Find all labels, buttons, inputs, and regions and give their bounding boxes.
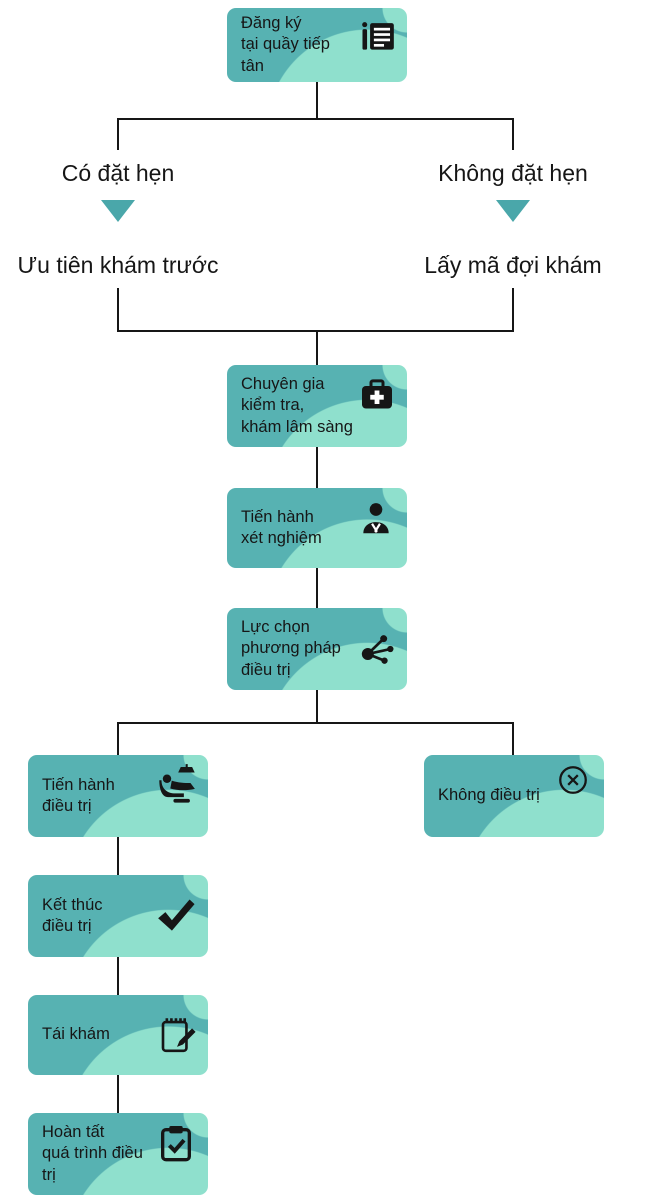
- first-aid-kit-icon: [359, 377, 395, 413]
- node-specialist-exam: Chuyên gia kiểm tra, khám lâm sàng: [227, 365, 407, 447]
- connector-line: [117, 957, 119, 995]
- branch-arrow-icon: [101, 200, 135, 222]
- connector-line: [117, 722, 514, 724]
- clipboard-check-icon: [156, 1123, 196, 1163]
- connector-line: [117, 330, 514, 332]
- node-no-treatment: Không điều trị: [424, 755, 604, 837]
- node-method-selection: Lực chọn phương pháp điều trị: [227, 608, 407, 690]
- connector-line: [316, 82, 318, 118]
- branch-result-right: Lấy mã đợi khám: [424, 252, 602, 278]
- connector-line: [117, 288, 119, 332]
- branch-result-left: Ưu tiên khám trước: [17, 252, 219, 278]
- connector-line: [512, 288, 514, 332]
- node-label: Hoàn tất quá trình điều trị: [42, 1122, 143, 1184]
- connector-line: [316, 690, 318, 722]
- checkmark-icon: [152, 893, 198, 939]
- node-complete: Hoàn tất quá trình điều trị: [28, 1113, 208, 1195]
- document-list-icon: [359, 18, 397, 56]
- connector-line: [512, 724, 514, 755]
- node-label: Không điều trị: [438, 786, 540, 805]
- node-end-treatment: Kết thúc điều trị: [28, 875, 208, 957]
- branch-condition-left: Có đặt hẹn: [61, 160, 175, 186]
- branch-condition-right: Không đặt hẹn: [438, 160, 588, 186]
- connector-line: [117, 837, 119, 875]
- connector-line: [316, 568, 318, 608]
- node-re-exam: Tái khám: [28, 995, 208, 1075]
- node-label: Tiến hành điều trị: [42, 775, 115, 815]
- node-label: Tái khám: [42, 1025, 110, 1044]
- doctor-icon: [357, 500, 395, 538]
- node-label: Lực chọn phương pháp điều trị: [241, 617, 341, 679]
- connector-line: [316, 332, 318, 365]
- dental-chair-icon: [156, 763, 200, 807]
- node-treatment: Tiến hành điều trị: [28, 755, 208, 837]
- node-register: Đăng ký tại quầy tiếp tân: [227, 8, 407, 82]
- connector-line: [117, 724, 119, 755]
- connector-line: [316, 447, 318, 488]
- notepad-pencil-icon: [156, 1014, 198, 1056]
- connector-line: [512, 120, 514, 150]
- node-label: Đăng ký tại quầy tiếp tân: [241, 13, 330, 75]
- node-label: Chuyên gia kiểm tra, khám lâm sàng: [241, 374, 353, 436]
- circle-x-icon: [556, 763, 590, 797]
- connector-line: [117, 118, 514, 120]
- connector-line: [117, 120, 119, 150]
- node-label: Kết thúc điều trị: [42, 895, 103, 935]
- molecule-icon: [357, 629, 397, 669]
- branch-arrow-icon: [496, 200, 530, 222]
- connector-line: [117, 1075, 119, 1113]
- node-label: Tiến hành xét nghiệm: [241, 507, 322, 547]
- node-testing: Tiến hành xét nghiệm: [227, 488, 407, 568]
